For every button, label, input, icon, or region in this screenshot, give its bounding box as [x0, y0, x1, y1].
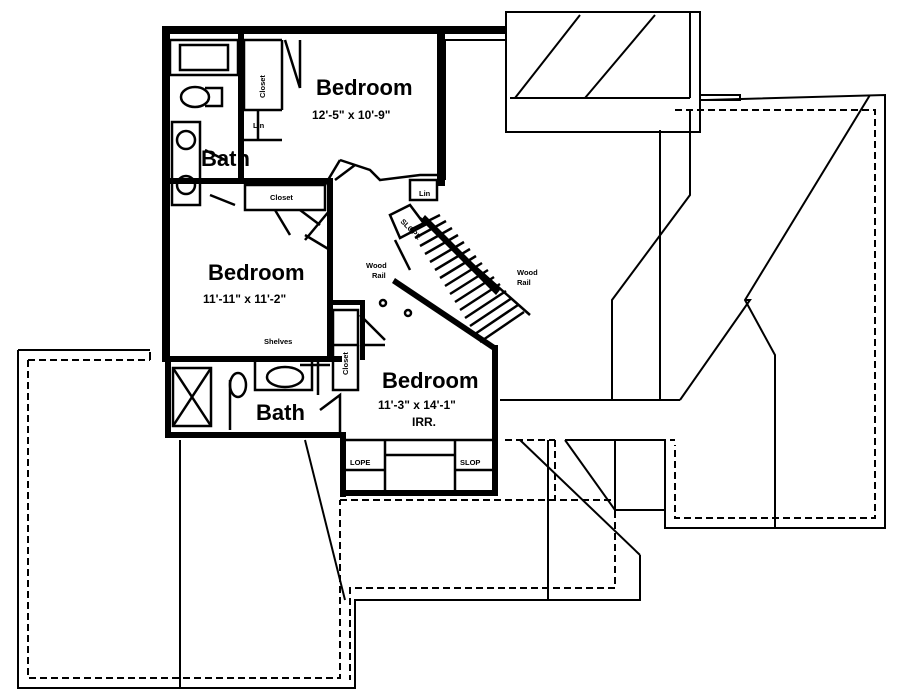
closet-label-right: Closet — [341, 352, 350, 375]
slope-label-left: LOPE — [350, 458, 370, 467]
interior-lines — [168, 38, 531, 490]
wood-rail-label-left-2: Rail — [372, 271, 386, 280]
room-name-bath-top: Bath — [201, 146, 250, 171]
linen-label-top: Lin — [253, 121, 265, 130]
room-dims-bedroom-left: 11'-11" x 11'-2" — [203, 292, 286, 306]
shelves-label: Shelves — [264, 337, 292, 346]
wood-rail-label-left-1: Wood — [366, 261, 387, 270]
closet-label-left: Closet — [270, 193, 293, 202]
room-labels: Bedroom 12'-5" x 10'-9" Bath Bedroom 11'… — [201, 75, 479, 429]
room-name-bedroom-left: Bedroom — [208, 260, 305, 285]
wood-rail-label-right-2: Rail — [517, 278, 531, 287]
roof-outline — [17, 11, 886, 689]
wood-rail-label-right-1: Wood — [517, 268, 538, 277]
room-name-bath-bottom: Bath — [256, 400, 305, 425]
staircase — [409, 213, 531, 344]
slope-label-right: SLOP — [460, 458, 480, 467]
linen-label-hall: Lin — [419, 189, 431, 198]
room-note-irr: IRR. — [412, 415, 436, 429]
room-name-bedroom-right: Bedroom — [382, 368, 479, 393]
room-dims-bedroom-right: 11'-3" x 14'-1" — [378, 398, 456, 412]
room-dims-bedroom-top: 12'-5" x 10'-9" — [312, 108, 390, 122]
room-name-bedroom-top: Bedroom — [316, 75, 413, 100]
closet-label-top: Closet — [258, 75, 267, 98]
